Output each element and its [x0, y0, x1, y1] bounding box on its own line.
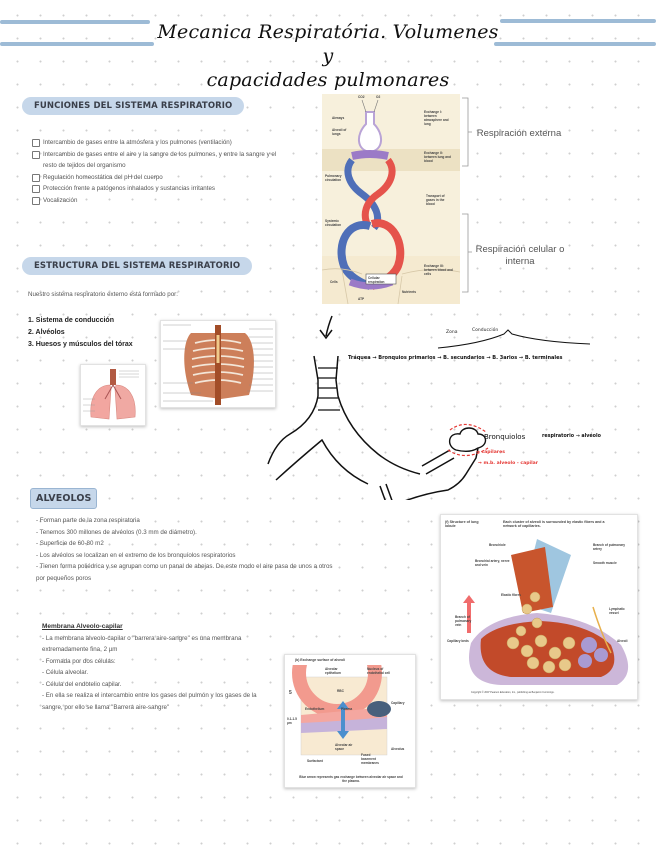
section-heading-estructura: ESTRUCTURA DEL SISTEMA RESPIRATORIO — [22, 257, 253, 275]
airway-sketch — [267, 315, 591, 500]
label-elastic-fibers: Elastic fibers — [501, 593, 521, 597]
label-exchange-2: Exchange II: between lung and blood — [424, 151, 451, 163]
estructura-list: 1. Sistema de conducción 2. Alvéolos 3. … — [28, 315, 133, 351]
annotation-respiracion-interna: Respiración celular o interna — [475, 244, 565, 267]
label-surfactant: Surfactant — [307, 759, 323, 763]
list-item: Intercambio de gases entre el aire y la … — [32, 149, 277, 172]
label-bronchiole: Bronchiole — [489, 543, 506, 547]
list-item: - Forman parte de la zona respiratoria — [36, 517, 140, 524]
label-alveoli: Alveoli of lungs — [332, 128, 347, 136]
funciones-list: Intercambio de gases entre la atmósfera … — [32, 137, 277, 206]
header-rule-left-top — [0, 20, 150, 24]
rib-cage-illustration — [160, 320, 276, 408]
lung-lobule-figure: (f) Structure of lung lobule Each cluste… — [440, 514, 638, 700]
sketch-conduction-label: Conducción — [472, 328, 499, 333]
label-plasma: Plasma — [341, 707, 353, 711]
label-atp: ATP — [358, 297, 365, 301]
membrana-section: Membrana Alveolo-capilar - La membrana a… — [42, 621, 260, 713]
checkbox-icon — [32, 185, 40, 193]
label-exchange-3: Exchange III: between blood and cells — [424, 264, 453, 276]
membrana-heading: Membrana Alveolo-capilar — [42, 623, 123, 630]
list-item: - Tenemos 300 millones de alvéolos (0.3 … — [36, 528, 197, 536]
label-alveolus: Alveolus — [391, 747, 405, 751]
label-endothelial-nucleus: Nucleus of endothelial cell — [367, 667, 391, 675]
list-item: Intercambio de gases entre la atmósfera … — [32, 137, 277, 149]
checkbox-icon — [32, 139, 40, 147]
label-branch-pulmonary-artery: Branch of pulmonary artery — [593, 543, 626, 551]
lobule-caption-letter: (f) Structure of lung lobule — [445, 520, 479, 528]
page-title: Mecanica Respiratória. Volumenes y capac… — [150, 20, 506, 92]
lobule-caption: Each cluster of alveoli is surrounded by… — [503, 520, 605, 528]
label-bronchial-artery: Bronchial artery, nerve and vein — [475, 559, 510, 567]
sketch-membrana: → m.b. alveolo - capilar — [478, 461, 539, 466]
label-alveoli: Alveoli — [617, 639, 628, 643]
label-exchange-1: Exchange I: between atmosphere and lung — [424, 110, 449, 126]
list-item: 2. Alvéolos — [28, 329, 65, 336]
list-item: Regulación homeostática del pH del cuerp… — [32, 172, 277, 184]
label-capillary-beds: Capillary beds — [447, 639, 469, 643]
label-o2-top: O2 — [376, 95, 381, 99]
sketch-capilares: → capilares — [476, 450, 505, 455]
label-capillary: Capillary — [391, 701, 405, 705]
label-alveolar-epithelium: Alveolar epithelium — [325, 667, 341, 675]
list-item: Vocalización — [32, 195, 277, 207]
header-rule-right-top — [500, 19, 656, 23]
down-arrow-icon — [319, 315, 333, 340]
list-item: - En ella se realiza el intercambio entr… — [42, 692, 257, 711]
estructura-intro: Nuestro sistema respiratorio externo est… — [28, 291, 178, 298]
label-thickness: 0.1-1.5 µm — [287, 717, 297, 725]
list-item: - Los alvéolos se localizan en el extrem… — [36, 551, 236, 559]
respiration-brackets — [462, 97, 472, 293]
label-pulmonary-circulation: Pulmonary circulation — [325, 174, 342, 182]
list-item: - Célula alveolar. — [42, 669, 89, 676]
list-item: - Célula del endotelio capilar. — [42, 680, 122, 688]
label-cellular-respiration: Cellular respiration — [368, 276, 385, 284]
sketch-zone-label: Zona — [446, 330, 458, 335]
label-co2-top: CO2 — [358, 95, 365, 99]
label-transport: Transport of gases in the blood — [426, 194, 445, 206]
label-systemic-circulation: Systemic circulation — [325, 219, 342, 227]
page-title-line-2: capacidades pulmonares — [206, 69, 450, 91]
header-rule-right-bottom — [494, 42, 656, 46]
label-cells: Cells — [330, 280, 338, 284]
checkbox-icon — [32, 173, 40, 182]
checkbox-icon — [32, 196, 40, 205]
exchange-1-band — [322, 94, 460, 149]
label-lymphatic-vessel: Lymphatic vessel — [609, 607, 625, 615]
label-alveolar-air-space: Alveolar air space — [335, 743, 353, 751]
label-nutrients: Nutrients — [402, 290, 416, 294]
label-smooth-muscle: Smooth muscle — [593, 561, 617, 565]
label-rbc: RBC — [337, 689, 344, 693]
checkbox-icon — [32, 150, 40, 159]
exchange-letter: 5 — [289, 690, 292, 696]
exchange-figure-title: (b) Exchange surface of alveoli — [295, 658, 345, 662]
lungs-illustration — [80, 364, 146, 426]
section-heading-alveolos: ALVEOLOS — [30, 488, 98, 509]
header-rule-left-bottom — [0, 42, 154, 46]
label-branch-pulmonary-vein: Branch of pulmonary vein — [455, 615, 472, 627]
label-airways: Airways — [332, 116, 345, 120]
label-endothelium: Endothelium — [305, 707, 325, 711]
annotation-respiracion-externa: Respiración externa — [476, 128, 562, 139]
list-item: - Tienen forma poliédrica y se agrupan c… — [36, 563, 333, 582]
list-item: - La membrana alveolo-capilar o "barrera… — [42, 634, 242, 654]
list-item: 1. Sistema de conducción — [28, 317, 114, 324]
sketch-bronquiolos: Bronquiolos — [484, 433, 526, 441]
label-fused-membranes: Fused basement membranes — [361, 753, 379, 765]
list-item: 3. Huesos y músculos del tórax — [28, 341, 133, 348]
sketch-bronquiolos-chain: respiratorio → alvéolo — [542, 434, 601, 439]
list-item: Protección frente a patógenos inhalados … — [32, 183, 277, 195]
section-heading-funciones: FUNCIONES DEL SISTEMA RESPIRATORIO — [22, 97, 245, 115]
alveolos-list: - Forman parte de la zona respiratoria -… — [36, 515, 336, 584]
sketch-airway-chain: Tráquea → Bronquios primarios → B. secun… — [348, 355, 563, 361]
list-item: - Formada por dos células: — [42, 657, 116, 665]
page-title-line-1: Mecanica Respiratória. Volumenes y — [157, 21, 499, 67]
list-item: - Superficie de 60-80 m2 — [36, 540, 104, 547]
alveolar-exchange-figure: (b) Exchange surface of alveoli 5 Alveol… — [284, 654, 416, 788]
lobule-copyright: Copyright © 2007 Pearson Education, Inc.… — [471, 691, 555, 694]
exchange-figure-caption: Blue arrow represents gas exchange betwe… — [299, 775, 403, 783]
respiration-stages-diagram: CO2 O2 Airways Alveoli of lungs Pulmonar… — [322, 94, 460, 304]
